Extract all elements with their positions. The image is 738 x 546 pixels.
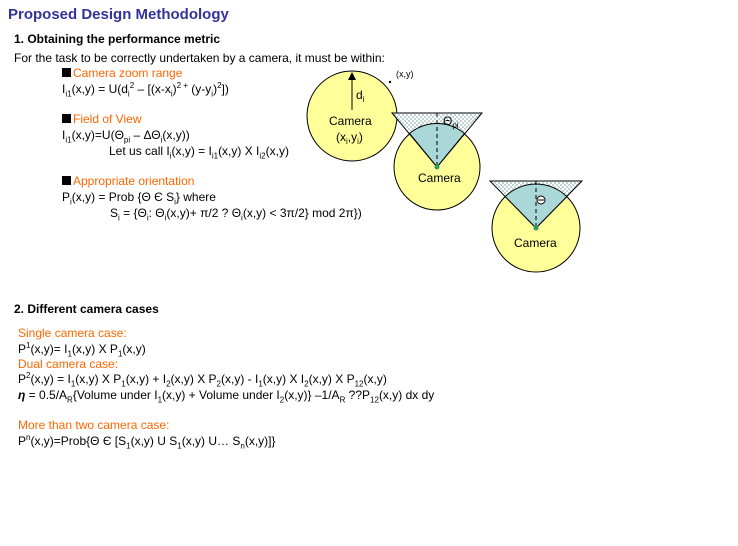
orientation-label: Appropriate orientation — [73, 174, 195, 188]
target-point-label: (x,y) — [396, 69, 414, 79]
zoom-range-item: Camera zoom range — [62, 66, 182, 81]
bullet-icon — [62, 176, 71, 185]
orientation-equation: Pi(x,y) = Prob {Θ Є Si} where — [62, 190, 216, 207]
section2-heading: 2. Different camera cases — [14, 302, 159, 316]
dual-camera-equation: P2(x,y) = I1(x,y) X P1(x,y) + I2(x,y) X … — [18, 371, 387, 389]
bullet-icon — [62, 68, 71, 77]
zoom-range-equation: Ii1(x,y) = U(di2 – [(x-xi)2 + (y-yi)2]) — [62, 81, 229, 99]
distance-label: di — [356, 88, 365, 104]
zoom-range-label: Camera zoom range — [73, 66, 183, 80]
eta-equation: η = 0.5/AR{Volume under I1(x,y) + Volume… — [18, 388, 435, 405]
target-point — [388, 80, 392, 84]
orientation-item: Appropriate orientation — [62, 174, 194, 189]
bullet-icon — [62, 114, 71, 123]
single-camera-equation: P1(x,y)= I1(x,y) X P1(x,y) — [18, 341, 146, 359]
multi-camera-equation: Pn(x,y)=Prob{Θ Є [S1(x,y) U S1(x,y) U… S… — [18, 433, 276, 451]
camera-coord-label: (xi,yi) — [336, 130, 363, 146]
fov-item: Field of View — [62, 112, 141, 127]
orientation-equation-2: Si = {Θi: Θi(x,y)+ π/2 ? Θi(x,y) < 3π/2}… — [110, 206, 362, 223]
camera-3-dot — [533, 225, 539, 231]
section1-heading: 1. Obtaining the performance metric — [14, 32, 221, 46]
fov-equation-2: Let us call Ii(x,y) = Ii1(x,y) X Ii2(x,y… — [109, 144, 289, 161]
camera-2-label: Camera — [418, 171, 461, 185]
page-title: Proposed Design Methodology — [8, 6, 229, 23]
multi-camera-label: More than two camera case: — [18, 418, 170, 432]
dual-camera-label: Dual camera case: — [18, 357, 119, 371]
camera-2-dot — [434, 164, 440, 170]
theta-label: Θpi — [443, 114, 459, 130]
section1-intro: For the task to be correctly undertaken … — [14, 51, 385, 65]
camera-3-label: Camera — [514, 236, 557, 250]
camera-1-label: Camera — [329, 114, 372, 128]
arrow-head-icon — [348, 72, 356, 80]
fov-label: Field of View — [73, 112, 142, 126]
single-camera-label: Single camera case: — [18, 326, 127, 340]
fov-equation: Ii1(x,y)=U(Θpi – ΔΘi(x,y)) — [62, 128, 190, 145]
